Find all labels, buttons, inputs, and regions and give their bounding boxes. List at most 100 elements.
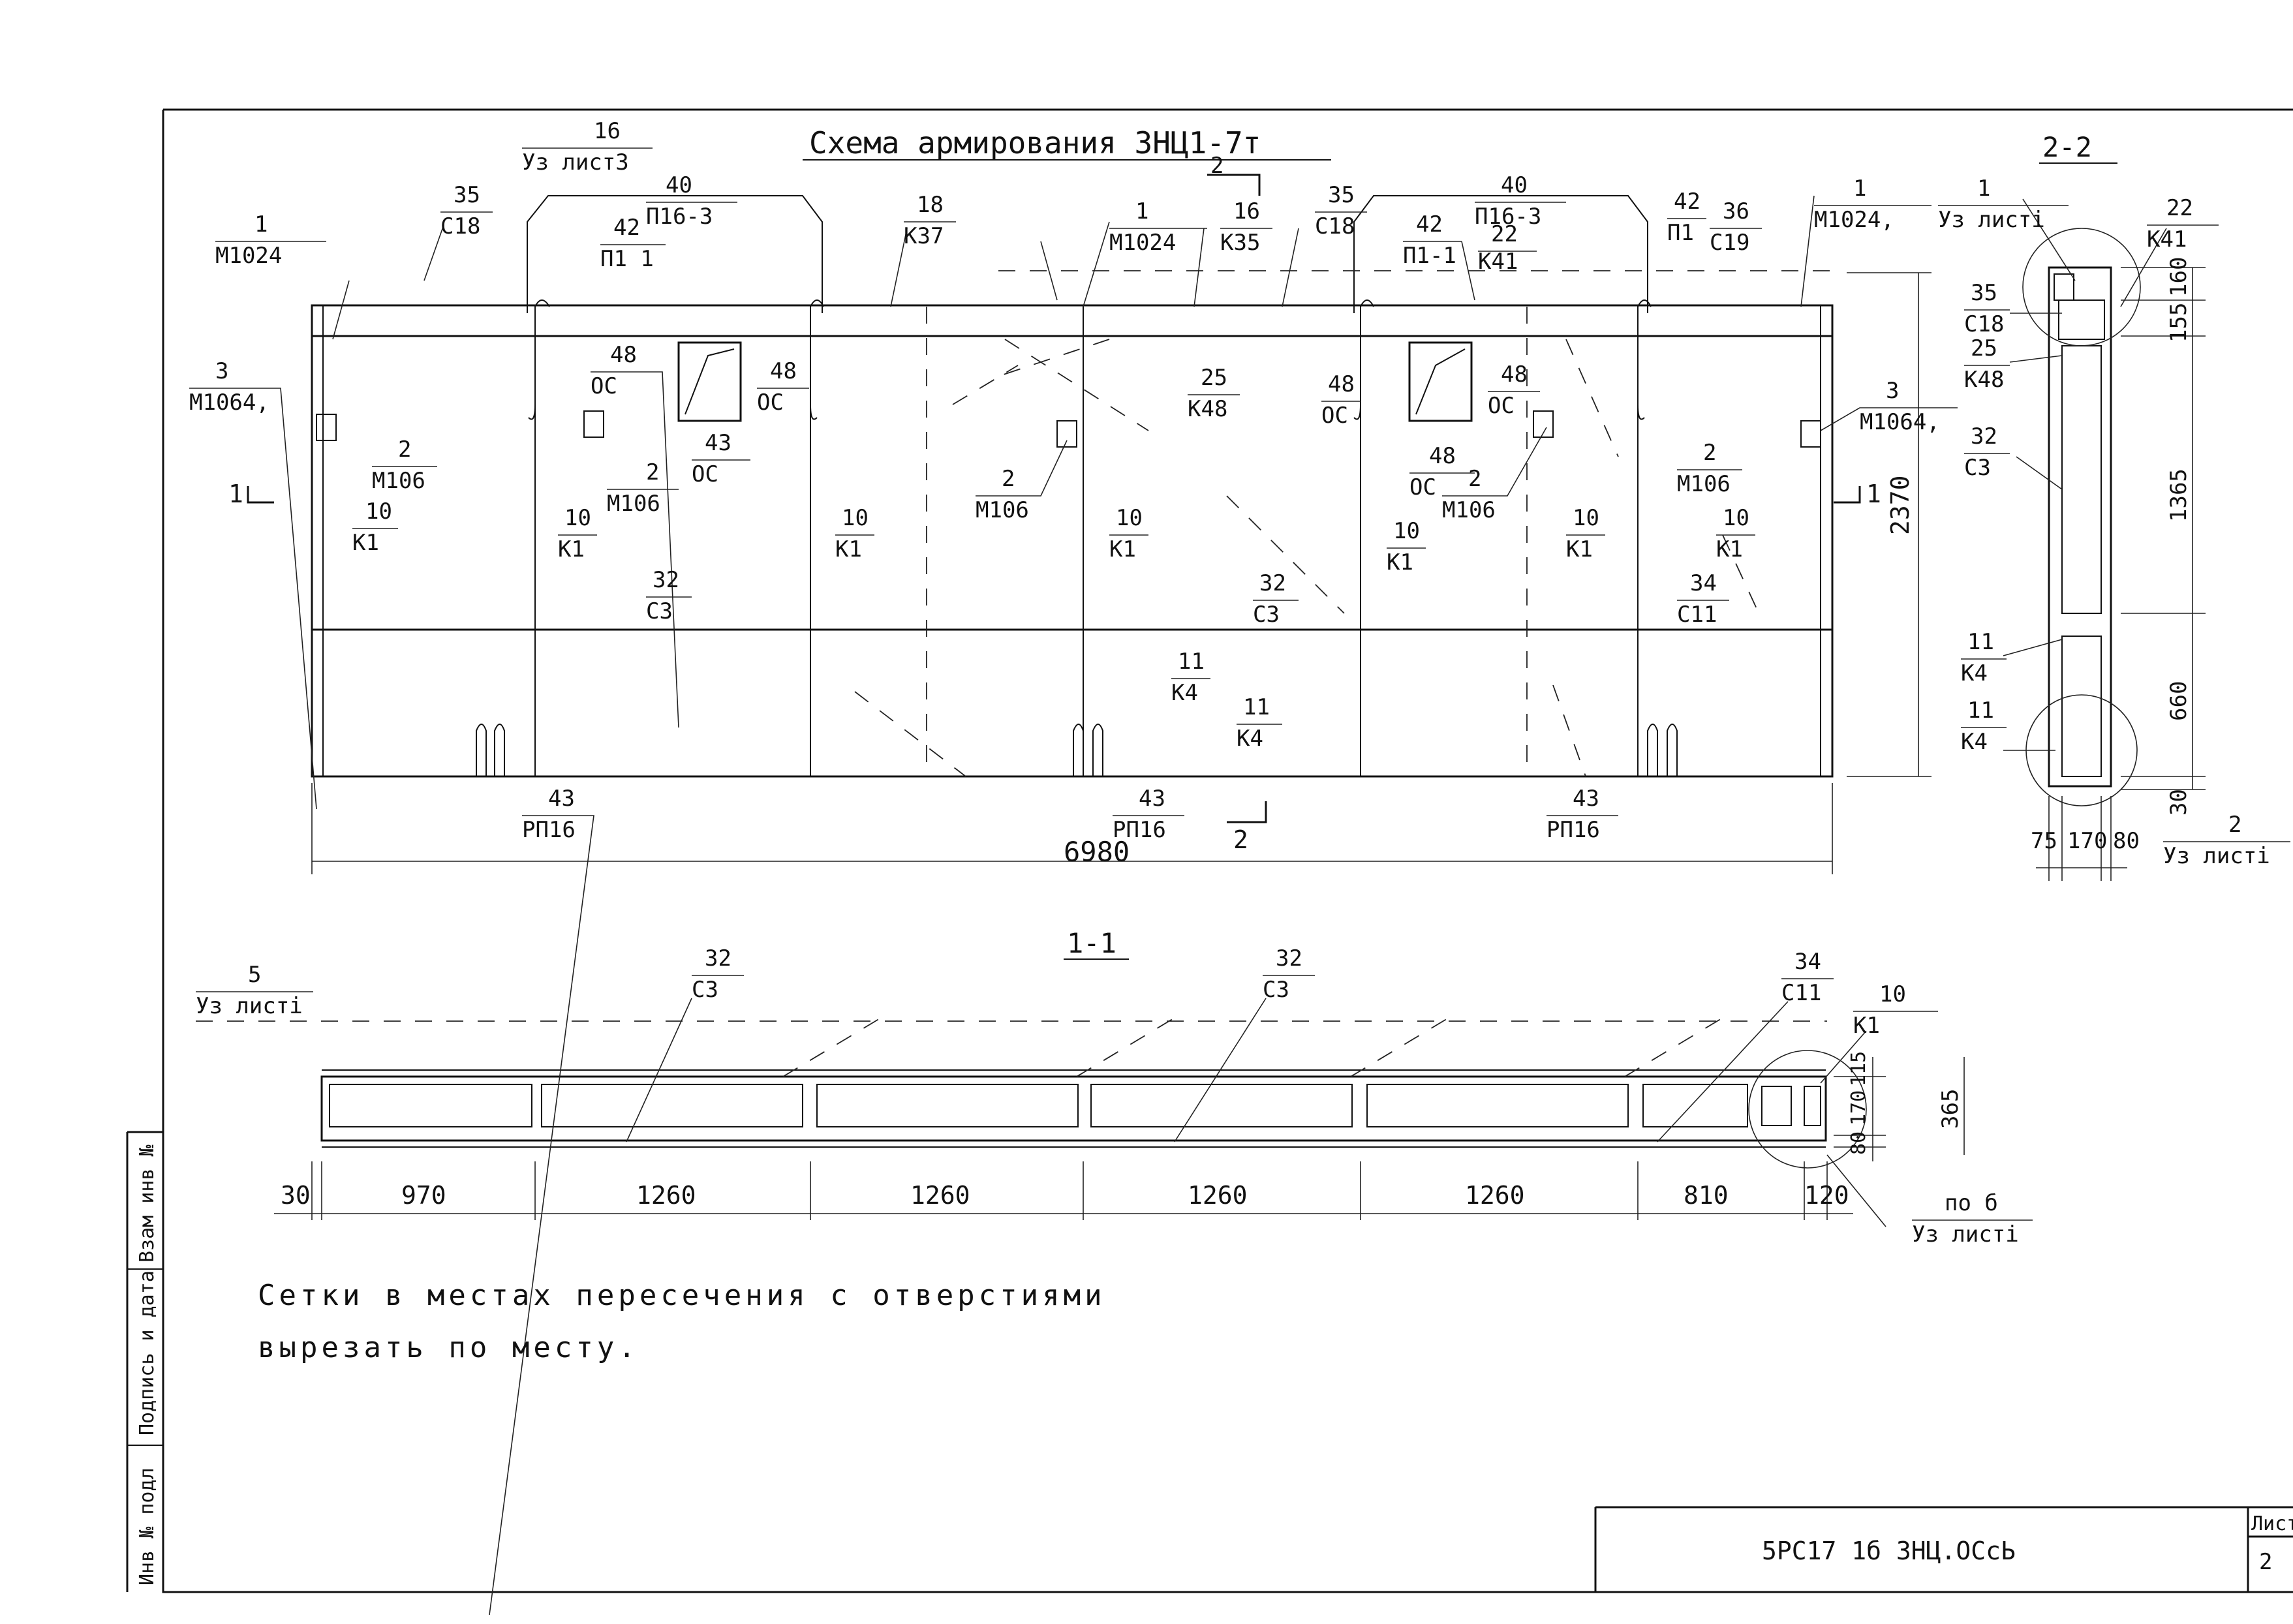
callout-35-s18-right: 35 С18: [1315, 182, 1367, 239]
label-text: 48: [770, 358, 797, 384]
callout-10-k1-a: 10 К1: [352, 498, 398, 556]
label-text: РП16: [1113, 817, 1166, 843]
label-text: 11: [1967, 697, 1994, 724]
label-text: ОС: [591, 373, 617, 399]
callout-10-k1-g: 10 К1: [1716, 505, 1755, 562]
label-text: 3: [1886, 378, 1899, 404]
label-text: 35: [1328, 182, 1355, 208]
label-text: С18: [1315, 213, 1355, 239]
label-text: 34: [1794, 949, 1821, 975]
label-text: 36: [1723, 198, 1749, 224]
label-text: 365: [1937, 1089, 1963, 1129]
label-text: 43: [1139, 786, 1165, 812]
label-text: М106: [1677, 471, 1731, 497]
callout-25-k48: 25 К48: [1188, 365, 1240, 422]
label-text: ОС: [1488, 393, 1515, 419]
label-text: 160: [2166, 257, 2192, 297]
label-text: С3: [1964, 455, 1991, 481]
label-text: 80: [2113, 828, 2140, 854]
label-text: К1: [1566, 536, 1593, 562]
label-text: 2: [398, 437, 411, 463]
label-text: 32: [1276, 945, 1302, 972]
callout-36-s19: 36 С19: [1710, 198, 1762, 256]
callout-34-s11: 34 С11: [1677, 570, 1729, 628]
callout-s-25-k48: 25 К48: [1964, 335, 2010, 393]
cut-2-bottom: 2: [1233, 825, 1248, 854]
label-text: 2: [1468, 466, 1481, 492]
callout-48-os-4: 48 ОС: [1488, 361, 1540, 419]
callout-10-k1-e: 10 К1: [1387, 518, 1426, 575]
label-text: К48: [1964, 367, 2004, 393]
callout-2-m106-d: 2 М106: [1442, 427, 1547, 523]
label-text: С18: [1964, 311, 2004, 337]
stamp-replace-label: Взам инв №: [136, 1144, 159, 1263]
callout-16-uz: 16 Уз листЗ: [522, 118, 653, 176]
callout-3-m1064-right: 3 М1064,: [1820, 378, 1958, 435]
label-text: К4: [1961, 660, 1988, 686]
elevation-view: [311, 195, 1834, 778]
label-text: М1024: [215, 243, 282, 269]
label-text: С3: [1263, 977, 1289, 1003]
callout-48-os-1: 48 ОС: [591, 342, 679, 728]
label-text: 1260: [1465, 1181, 1525, 1210]
label-text: П16-3: [646, 204, 713, 230]
callout-s-35-s18: 35 С18: [1964, 280, 2010, 337]
callout-35-s18: 35 С18: [440, 182, 493, 239]
section-cut-markers: 1 1 2 2: [228, 153, 1881, 854]
section-2-2: 2-2: [2003, 131, 2206, 881]
label-text: 970: [401, 1181, 446, 1210]
label-text: 34: [1690, 570, 1717, 596]
label-text: 1: [254, 211, 268, 237]
callout-b-32-s3-b: 32 С3: [1263, 945, 1315, 1003]
section-2-2-label: 2-2: [2042, 131, 2092, 163]
label-text: М106: [607, 491, 660, 517]
label-text: 18: [917, 192, 944, 218]
callout-22-k41: 22 К41: [1478, 221, 1537, 275]
label-text: 32: [705, 945, 731, 972]
callout-40-p16: 40 П16-3: [646, 172, 737, 230]
callout-b-32-s3-a: 32 С3: [692, 945, 744, 1003]
callout-43-rp16-b: 43 РП16: [1113, 786, 1184, 843]
label-text: М106: [372, 468, 425, 494]
label-text: 1: [1977, 176, 1990, 202]
callouts-elevation: 16 Уз листЗ 35 С18 40 П16-3 42 П1 1 18 К…: [189, 118, 1958, 1616]
label-text: К1: [835, 536, 862, 562]
label-text: 2: [646, 459, 659, 485]
label-text: 32: [1971, 423, 1997, 450]
label-text: 43: [1573, 786, 1599, 812]
label-text: 25: [1971, 335, 1997, 361]
label-text: 810: [1684, 1181, 1729, 1210]
label-text: П1 1: [600, 246, 654, 272]
callout-32-s3-a: 32 С3: [646, 567, 692, 624]
label-text: 1260: [1188, 1181, 1248, 1210]
section-1-1-label: 1-1: [1067, 927, 1116, 959]
label-text: ОС: [1321, 403, 1348, 429]
label-text: К1: [1387, 549, 1413, 575]
label-text: К41: [2147, 226, 2187, 253]
label-text: 48: [1328, 371, 1355, 397]
label-text: 3: [215, 358, 228, 384]
label-text: К4: [1237, 726, 1263, 752]
label-text: Уз листi: [2163, 843, 2270, 869]
label-text: 16: [594, 118, 621, 144]
callout-s-11-k4-b: 11 К4: [1961, 697, 2007, 755]
label-text: 1: [1135, 198, 1148, 224]
label-text: 10: [1573, 505, 1599, 531]
callout-48-os-3: 48 ОС: [1321, 371, 1361, 429]
stamp-inv-label: Инв № подл: [136, 1467, 159, 1586]
label-text: 35: [454, 182, 480, 208]
label-text: 25: [1201, 365, 1227, 391]
label-text: 170: [2067, 828, 2107, 854]
label-text: П1: [1667, 220, 1694, 246]
label-text: С19: [1710, 230, 1749, 256]
label-text: М106: [976, 497, 1029, 523]
callout-2-m106-e: 2 М106: [1677, 440, 1742, 497]
label-text: 10: [564, 505, 591, 531]
margin-stamp: Инв № подл Подпись и дата Взам инв №: [136, 1144, 159, 1586]
label-text: М106: [1442, 497, 1496, 523]
elevation-dimensions: 6980 2370: [311, 272, 1931, 874]
label-text: 1260: [636, 1181, 696, 1210]
label-text: К41: [1478, 249, 1518, 275]
callout-42-p11-right: 42 П1-1: [1403, 211, 1462, 269]
